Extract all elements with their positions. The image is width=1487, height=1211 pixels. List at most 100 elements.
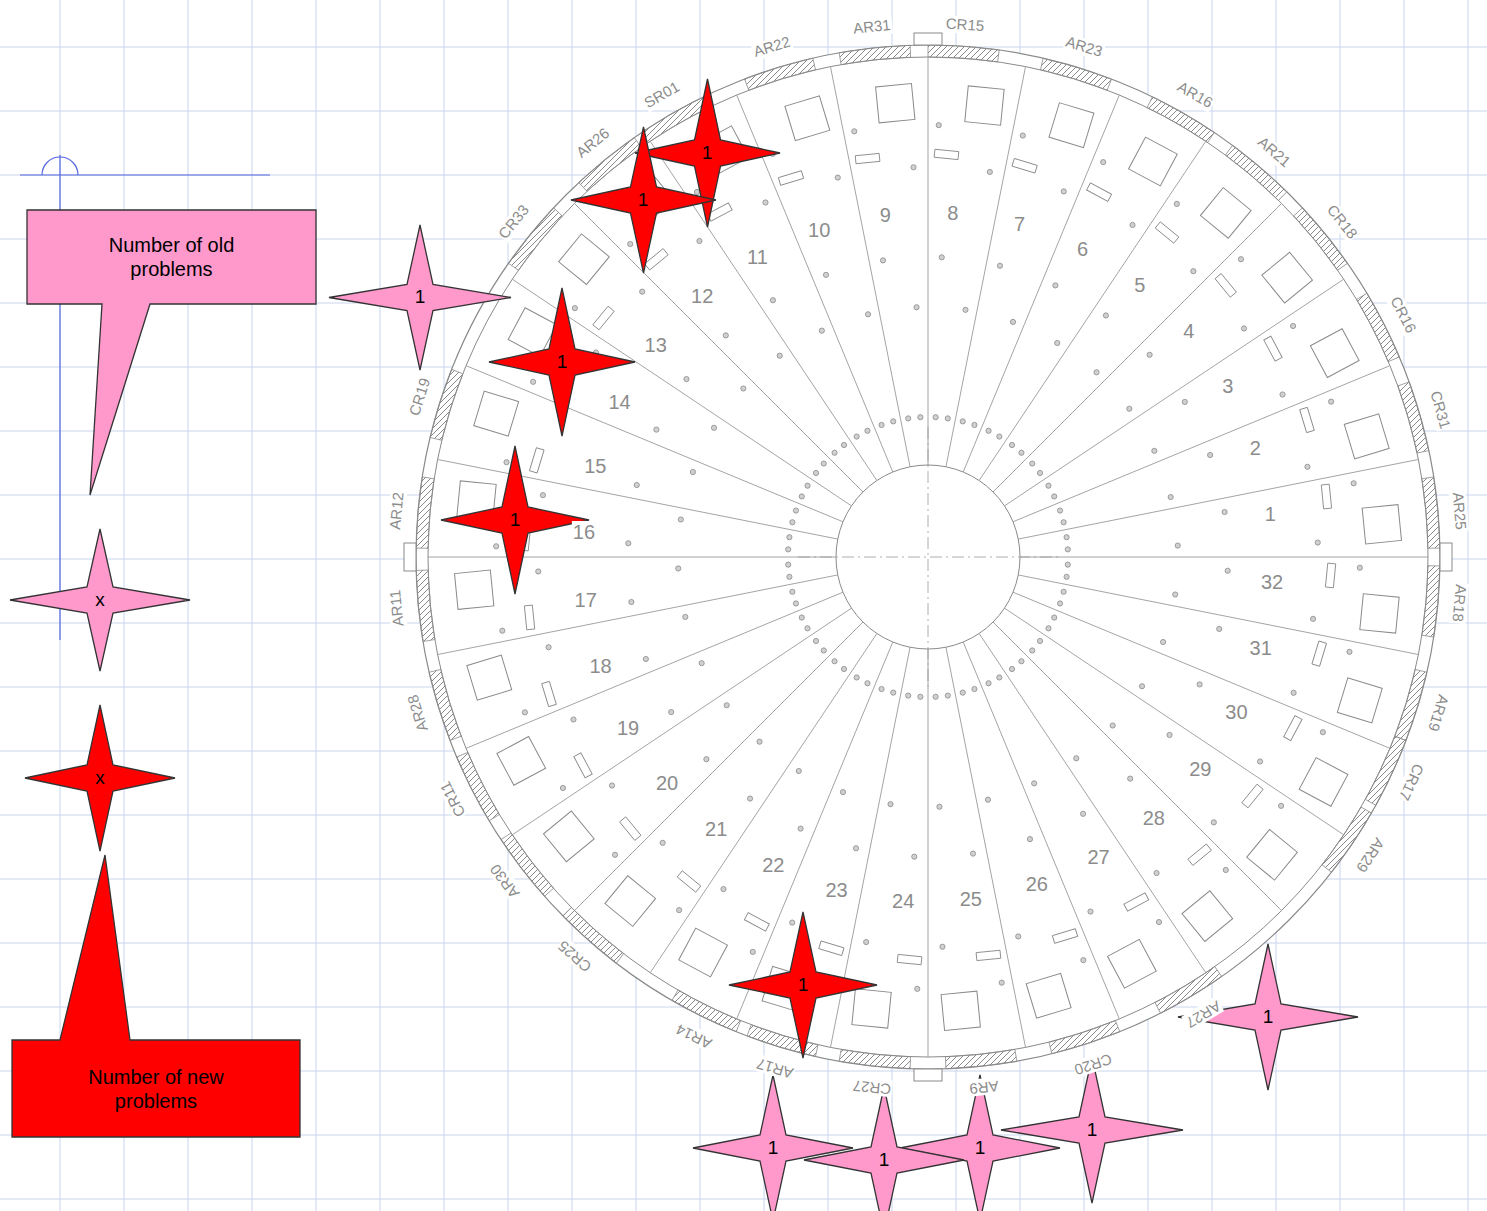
bolt-dot bbox=[888, 802, 893, 807]
sector-line bbox=[993, 203, 1281, 491]
sector-line bbox=[1004, 608, 1343, 835]
bolt-dot bbox=[494, 544, 499, 549]
problem-count: 1 bbox=[1087, 1119, 1098, 1142]
equipment-slot bbox=[1087, 183, 1112, 201]
sector-line bbox=[830, 67, 910, 467]
grid-line bbox=[1468, 0, 1469, 1211]
problem-count: 1 bbox=[798, 974, 809, 997]
bolt-dot bbox=[918, 415, 923, 420]
equipment-square bbox=[1247, 829, 1298, 880]
equipment-square bbox=[1200, 188, 1251, 239]
bolt-dot bbox=[798, 826, 803, 831]
bolt-dot bbox=[1094, 370, 1099, 375]
equipment-square bbox=[497, 737, 546, 786]
sector-number: 32 bbox=[1260, 571, 1284, 593]
sector-number: 19 bbox=[616, 717, 640, 739]
sector-line bbox=[963, 95, 1119, 472]
hatched-segment bbox=[945, 1049, 1016, 1068]
sector-line bbox=[928, 57, 929, 465]
problem-star: 1 bbox=[329, 225, 511, 370]
bolt-dot bbox=[1357, 565, 1362, 570]
equipment-slot bbox=[620, 817, 641, 841]
grid-line bbox=[0, 47, 1487, 48]
bolt-dot bbox=[997, 434, 1002, 439]
bolt-dot bbox=[1173, 592, 1178, 597]
bolt-dot bbox=[821, 648, 826, 653]
bolt-dot bbox=[853, 846, 858, 851]
equipment-slot bbox=[819, 941, 844, 956]
hatched-segment bbox=[745, 58, 816, 90]
bolt-dot bbox=[914, 305, 919, 310]
bolt-dot bbox=[970, 851, 975, 856]
bolt-dot bbox=[1064, 574, 1069, 579]
grid-line bbox=[316, 0, 317, 1211]
bolt-dot bbox=[1167, 732, 1172, 737]
sector-number: 5 bbox=[1133, 274, 1146, 296]
sector-number: 14 bbox=[607, 391, 631, 413]
sector-number: 11 bbox=[746, 246, 769, 268]
bolt-dot bbox=[799, 494, 804, 499]
bolt-dot bbox=[790, 589, 795, 594]
bolt-dot bbox=[540, 493, 545, 498]
bolt-dot bbox=[750, 949, 755, 954]
star-outline bbox=[489, 288, 635, 436]
equipment-slot bbox=[1325, 563, 1335, 588]
bolt-dot bbox=[972, 422, 977, 427]
sector-number: 25 bbox=[959, 888, 983, 910]
position-label: AR14 bbox=[673, 1020, 716, 1052]
ring-tab bbox=[914, 1069, 942, 1081]
sector-line bbox=[979, 633, 1206, 972]
bolt-dot bbox=[704, 757, 709, 762]
bolt-dot bbox=[1055, 340, 1060, 345]
bolt-dot bbox=[1037, 470, 1042, 475]
bolt-dot bbox=[1315, 540, 1320, 545]
bolt-dot bbox=[770, 298, 775, 303]
hub-circle bbox=[836, 465, 1020, 649]
bolt-dot bbox=[723, 333, 728, 338]
star-outline bbox=[25, 705, 175, 851]
position-label: AR31 bbox=[852, 17, 893, 38]
bolt-dot bbox=[1305, 464, 1310, 469]
bolt-dot bbox=[1139, 684, 1144, 689]
bolt-dot bbox=[986, 681, 991, 686]
bolt-dot bbox=[1019, 659, 1024, 664]
bolt-dot bbox=[1320, 730, 1325, 735]
bolt-dot bbox=[1053, 283, 1058, 288]
equipment-square bbox=[1108, 939, 1157, 988]
bolt-dot bbox=[1291, 690, 1296, 695]
bolt-dot bbox=[1174, 201, 1179, 206]
bolt-dot bbox=[1052, 615, 1057, 620]
bolt-dot bbox=[697, 238, 702, 243]
sector-number: 2 bbox=[1249, 437, 1262, 459]
bolt-dot bbox=[1110, 723, 1115, 728]
star-outline bbox=[693, 1075, 853, 1211]
star-outline bbox=[571, 127, 716, 273]
bolt-dot bbox=[821, 461, 826, 466]
bolt-dot bbox=[1046, 626, 1051, 631]
bolt-dot bbox=[1030, 648, 1035, 653]
sector-number: 7 bbox=[1013, 213, 1026, 235]
bolt-dot bbox=[945, 693, 950, 698]
sector-line bbox=[1013, 592, 1390, 748]
problem-star: 1 bbox=[489, 288, 635, 436]
equipment-square bbox=[1049, 103, 1094, 148]
position-label: AR18 bbox=[1449, 583, 1469, 624]
bolt-dot bbox=[997, 263, 1002, 268]
sector-number: 23 bbox=[824, 879, 848, 901]
bolt-dot bbox=[1329, 399, 1334, 404]
problem-count: x bbox=[95, 589, 105, 612]
equipment-square bbox=[876, 84, 915, 123]
ring-tab bbox=[914, 33, 942, 45]
sector-number: 9 bbox=[879, 204, 892, 226]
bolt-dot bbox=[1065, 547, 1070, 552]
bolt-dot bbox=[945, 416, 950, 421]
bolt-dot bbox=[1290, 323, 1295, 328]
sector-number: 8 bbox=[946, 202, 959, 224]
bolt-dot bbox=[939, 255, 944, 260]
problem-count: 1 bbox=[975, 1137, 986, 1160]
equipment-slot bbox=[542, 681, 557, 706]
star-outline bbox=[804, 1087, 964, 1211]
hatched-segment bbox=[416, 477, 434, 548]
bolt-dot bbox=[500, 628, 505, 633]
star-outline bbox=[10, 529, 190, 671]
